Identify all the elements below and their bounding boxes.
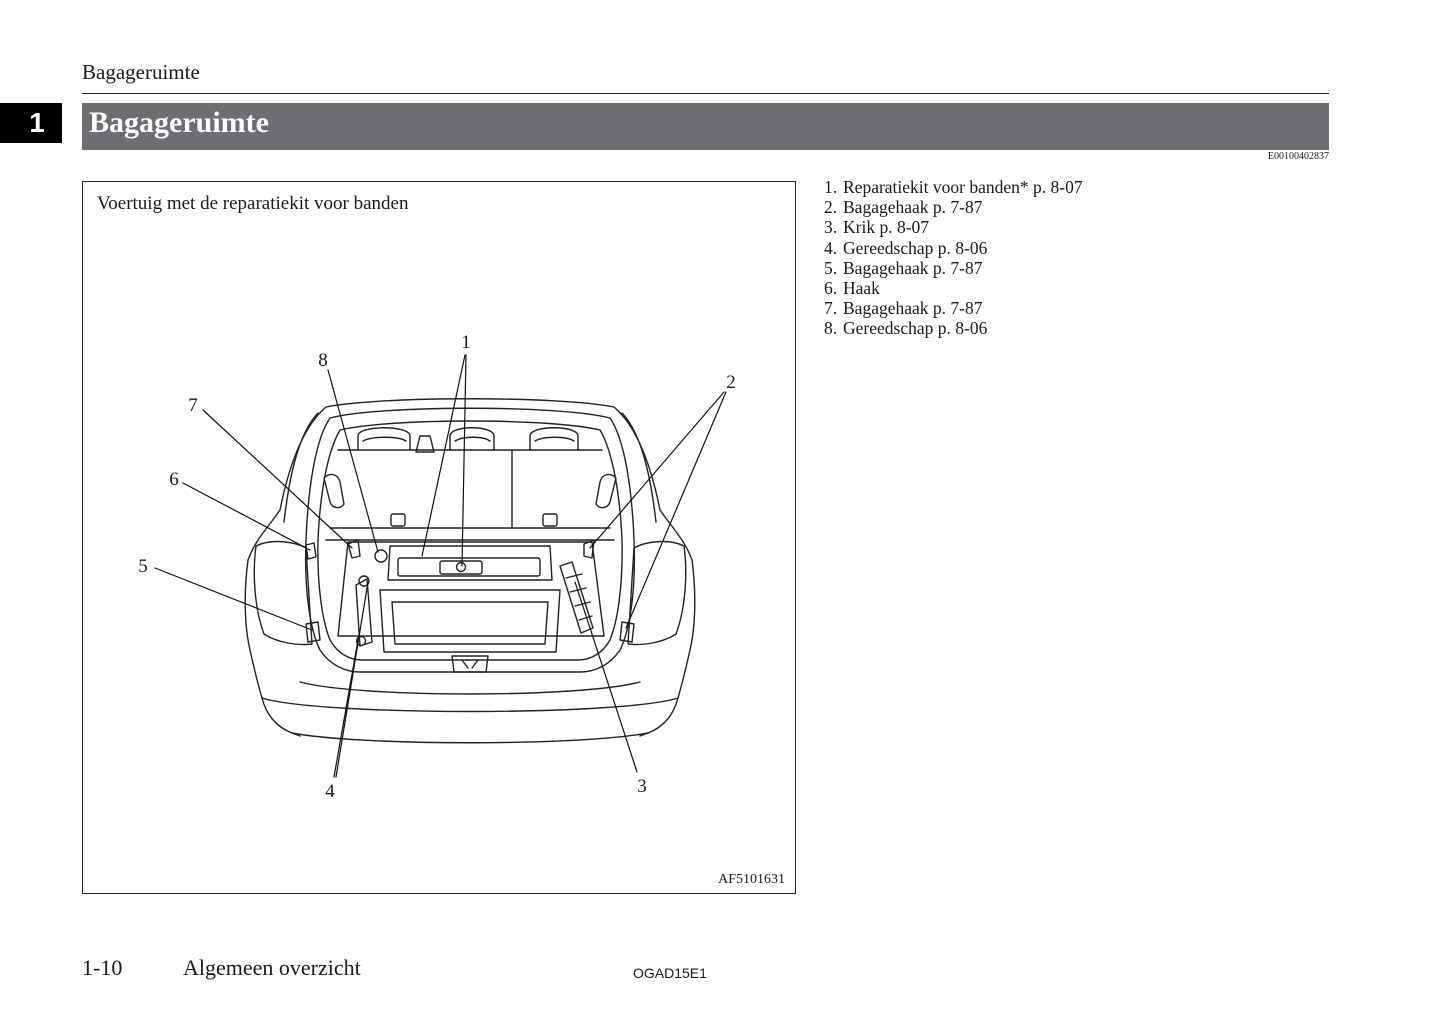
legend-number: 7.	[824, 298, 838, 319]
underfloor-compartment	[337, 541, 605, 637]
chapter-tab: 1	[0, 103, 62, 143]
taillight-left	[253, 540, 313, 646]
tool-fitting	[374, 549, 388, 563]
rear-bumper	[261, 681, 679, 744]
legend-item: 5.Bagagehaak p. 7-87	[824, 258, 1083, 278]
body-outline	[244, 406, 696, 737]
tool-fitting	[358, 575, 370, 587]
legend-text: Bagagehaak p. 7-87	[843, 197, 983, 218]
legend-text: Bagagehaak p. 7-87	[843, 257, 983, 278]
callout-2: 2	[726, 372, 736, 393]
leader-line-8	[327, 369, 379, 553]
luggage-hook	[305, 621, 321, 643]
legend-text: Gereedschap p. 8-06	[843, 318, 988, 339]
repair-kit-compressor	[439, 560, 483, 575]
seat-latch	[390, 513, 406, 527]
legend-number: 6.	[824, 278, 838, 299]
legend-item: 8.Gereedschap p. 8-06	[824, 318, 1083, 338]
side-pocket	[323, 473, 345, 509]
footer-code: OGAD15E1	[633, 965, 707, 981]
car-drawing	[244, 398, 696, 744]
callout-8: 8	[318, 350, 328, 371]
tool-fitting	[355, 635, 367, 647]
legend-number: 1.	[824, 177, 838, 197]
foam-insert	[387, 545, 553, 581]
tool-bar	[355, 578, 373, 647]
roof-pillars	[283, 398, 657, 523]
hook	[305, 542, 317, 560]
callout-3: 3	[637, 776, 647, 797]
headrest	[357, 427, 411, 451]
luggage-hook	[619, 621, 635, 643]
luggage-hook	[347, 539, 361, 559]
side-pocket	[595, 473, 617, 509]
figure-id: AF5101631	[718, 872, 785, 887]
legend-number: 2.	[824, 197, 838, 218]
running-header: Bagageruimte	[82, 60, 200, 84]
legend-text: Bagagehaak p. 7-87	[843, 298, 983, 319]
leader-line-5	[154, 567, 313, 631]
legend-item: 2.Bagagehaak p. 7-87	[824, 197, 1083, 217]
leader-lines	[154, 354, 727, 778]
page-number: 1-10	[82, 955, 123, 980]
seatbelt-buckle	[415, 435, 435, 453]
figure-caption: Voertuig met de reparatiekit voor banden	[97, 193, 409, 214]
cargo-tray-inner	[391, 601, 549, 645]
leader-line-3	[574, 581, 638, 773]
headrest	[529, 427, 579, 451]
seat-latch	[542, 513, 558, 527]
callout-5: 5	[138, 556, 148, 577]
figure-box: Voertuig met de reparatiekit voor banden	[82, 181, 796, 894]
legend-item: 4.Gereedschap p. 8-06	[824, 238, 1083, 258]
legend-item: 6.Haak	[824, 278, 1083, 298]
leader-line-7	[202, 409, 353, 549]
legend-item: 1.Reparatiekit voor banden* p. 8-07	[824, 177, 1083, 197]
legend-text: Gereedschap p. 8-06	[843, 237, 988, 258]
figure-legend: 1.Reparatiekit voor banden* p. 8-07 2.Ba…	[824, 177, 1083, 339]
legend-text: Reparatiekit voor banden* p. 8-07	[843, 177, 1083, 197]
luggage-hook	[583, 539, 595, 559]
leader-line-6	[182, 482, 311, 551]
callout-4: 4	[325, 781, 335, 802]
repair-kit-gauge	[455, 561, 467, 573]
callout-7: 7	[188, 395, 198, 416]
header-rule	[82, 93, 1329, 94]
cargo-opening-trim	[317, 420, 623, 661]
legend-item: 3.Krik p. 8-07	[824, 217, 1083, 237]
section-title: Bagageruimte	[89, 106, 269, 139]
legend-number: 5.	[824, 257, 838, 278]
leader-line-1	[421, 354, 467, 567]
callout-labels: 1 2 3 4 5 6 7 8	[138, 332, 736, 802]
trunk-illustration: 1 2 3 4 5 6 7 8	[138, 332, 736, 802]
tailgate-latch	[451, 655, 489, 673]
headrest	[449, 427, 495, 451]
legend-number: 4.	[824, 237, 838, 258]
callout-6: 6	[169, 469, 179, 490]
legend-text: Krik p. 8-07	[843, 217, 930, 238]
leader-line-2	[589, 391, 727, 629]
tire-repair-kit	[397, 557, 541, 577]
leader-line-4	[333, 581, 369, 778]
legend-number: 3.	[824, 217, 838, 238]
legend-number: 8.	[824, 318, 838, 339]
taillight-right	[627, 540, 687, 646]
legend-text: Haak	[843, 278, 880, 299]
cargo-tray	[379, 589, 561, 653]
footer-section-title: Algemeen overzicht	[183, 955, 361, 980]
callout-1: 1	[461, 332, 471, 353]
legend-item: 7.Bagagehaak p. 7-87	[824, 298, 1083, 318]
rear-seatback	[325, 449, 615, 541]
section-title-bar: Bagageruimte	[82, 103, 1329, 150]
document-code: E00100402837	[1267, 151, 1329, 162]
